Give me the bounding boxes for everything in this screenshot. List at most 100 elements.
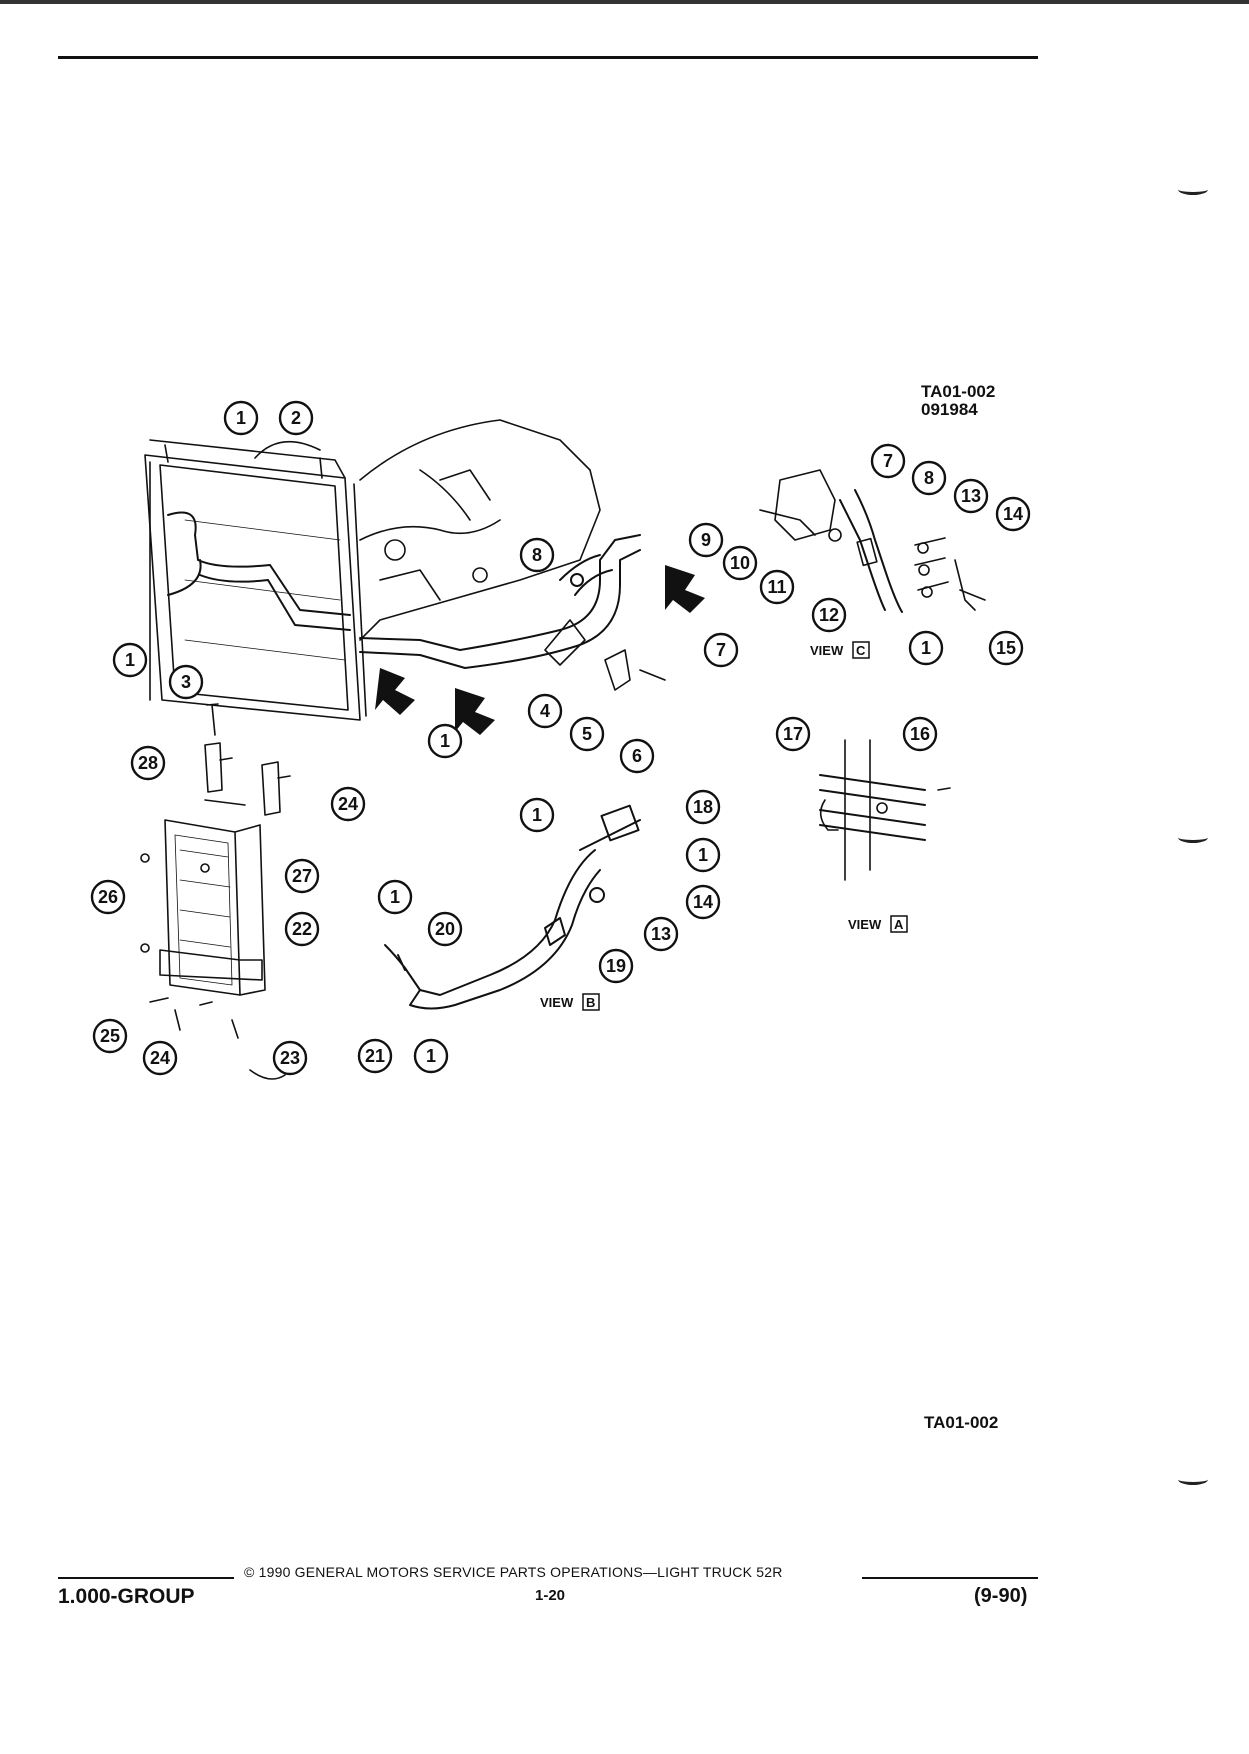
callout-circle	[427, 911, 463, 947]
callout-circle	[870, 443, 906, 479]
callout-circle	[811, 597, 847, 633]
callout-circle	[519, 797, 555, 833]
callout-circle	[775, 716, 811, 752]
callout-4: 4	[527, 693, 563, 729]
callout-label: 25	[100, 1026, 120, 1046]
callout-circle	[142, 1040, 178, 1076]
figure-code: TA01-002	[921, 382, 996, 401]
callout-circle	[685, 884, 721, 920]
callout-6: 6	[619, 738, 655, 774]
callout-label: 14	[1003, 504, 1023, 524]
callout-8: 8	[911, 460, 947, 496]
callout-label: 4	[540, 701, 550, 721]
callout-label: 18	[693, 797, 713, 817]
callout-5: 5	[569, 716, 605, 752]
binder-margin-mark	[1178, 1474, 1208, 1485]
radiator	[144, 439, 367, 721]
callout-3: 3	[168, 664, 204, 700]
callout-label: 9	[701, 530, 711, 550]
callout-label: 7	[716, 640, 726, 660]
callout-circle	[598, 948, 634, 984]
callout-label: 15	[996, 638, 1016, 658]
callout-circle	[112, 642, 148, 678]
callout-14: 14	[995, 496, 1031, 532]
view-a-letter: A	[894, 917, 904, 932]
view-c-detail	[759, 469, 986, 613]
view-a-label: VIEW A	[848, 915, 908, 933]
callout-circle	[223, 400, 259, 436]
callout-label: 1	[698, 845, 708, 865]
callout-label: 1	[532, 805, 542, 825]
callout-circle	[527, 693, 563, 729]
callout-10: 10	[722, 545, 758, 581]
cooler-hardware	[140, 853, 286, 1080]
callout-label: 3	[181, 672, 191, 692]
callout-circle	[685, 837, 721, 873]
callout-label: 5	[582, 724, 592, 744]
callout-circle	[272, 1040, 308, 1076]
callout-label: 13	[651, 924, 671, 944]
callout-label: 23	[280, 1048, 300, 1068]
callout-13: 13	[643, 916, 679, 952]
callout-label: 24	[150, 1048, 170, 1068]
callout-circle	[284, 911, 320, 947]
footer-rule-right	[862, 1577, 1038, 1579]
callout-17: 17	[775, 716, 811, 752]
view-c-letter: C	[856, 643, 866, 658]
callout-1: 1	[908, 630, 944, 666]
callout-circle	[427, 723, 463, 759]
bolt-28	[206, 703, 219, 736]
callout-circle	[908, 630, 944, 666]
auxiliary-oil-cooler	[159, 819, 266, 996]
callout-1: 1	[377, 879, 413, 915]
callout-circle	[995, 496, 1031, 532]
callout-label: 17	[783, 724, 803, 744]
callout-1: 1	[685, 837, 721, 873]
callout-label: 2	[291, 408, 301, 428]
callout-11: 11	[759, 569, 795, 605]
radiator-cooler-lines	[167, 511, 351, 631]
view-b-label: VIEW B	[540, 993, 600, 1011]
callout-label: 6	[632, 746, 642, 766]
callout-circle	[643, 916, 679, 952]
callout-circle	[759, 569, 795, 605]
callout-circle	[619, 738, 655, 774]
engine-transmission	[359, 419, 601, 641]
callout-1: 1	[223, 400, 259, 436]
callout-label: 12	[819, 605, 839, 625]
callout-label: 20	[435, 919, 455, 939]
callout-circle	[168, 664, 204, 700]
callout-label: 19	[606, 956, 626, 976]
callout-8: 8	[519, 537, 555, 573]
callout-circle	[90, 879, 126, 915]
callout-label: 26	[98, 887, 118, 907]
callout-circle	[92, 1018, 128, 1054]
callout-label: 14	[693, 892, 713, 912]
callout-label: 21	[365, 1046, 385, 1066]
binder-margin-mark	[1178, 184, 1208, 195]
callout-23: 23	[272, 1040, 308, 1076]
header-rule	[58, 56, 1038, 59]
callout-label: 1	[440, 731, 450, 751]
callout-1: 1	[519, 797, 555, 833]
callout-7: 7	[703, 632, 739, 668]
callout-label: 1	[236, 408, 246, 428]
cooler-mount-brackets	[204, 742, 291, 816]
callout-circle	[703, 632, 739, 668]
callout-14: 14	[685, 884, 721, 920]
callout-label: 1	[390, 887, 400, 907]
footer-rule-left	[58, 1577, 234, 1579]
callout-27: 27	[284, 858, 320, 894]
callout-label: 10	[730, 553, 750, 573]
callout-19: 19	[598, 948, 634, 984]
callout-circle	[722, 545, 758, 581]
callout-1: 1	[112, 642, 148, 678]
callout-circle	[130, 745, 166, 781]
callout-24: 24	[330, 786, 366, 822]
callout-label: 27	[292, 866, 312, 886]
view-b-letter: B	[586, 995, 595, 1010]
callout-circle	[519, 537, 555, 573]
callout-2: 2	[278, 400, 314, 436]
callout-13: 13	[953, 478, 989, 514]
